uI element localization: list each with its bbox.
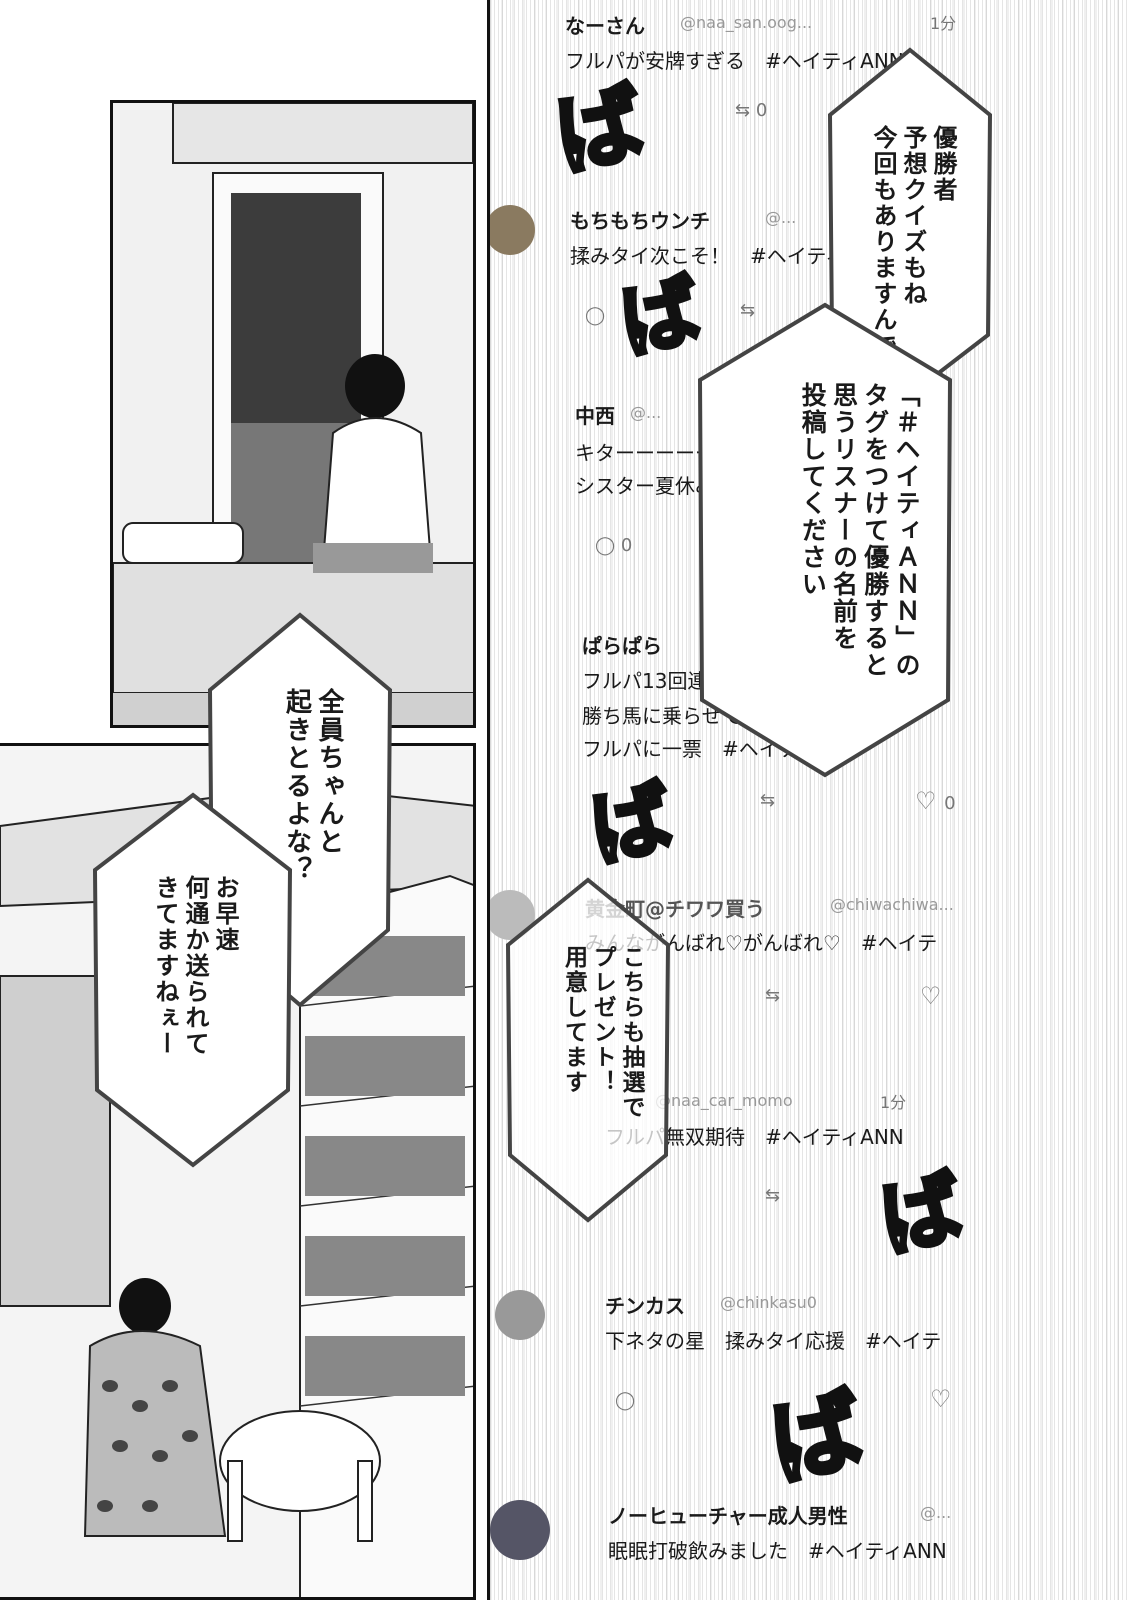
- social-feed: なーさん @naa_san.oog... 1分 フルパが安牌すぎる #ヘイティA…: [487, 0, 1127, 1600]
- post-handle: @...: [765, 208, 797, 227]
- post-text: フルパが安牌すぎる #ヘイティANN: [565, 49, 904, 73]
- heart-icon[interactable]: ♡: [920, 982, 942, 1010]
- like-count: 0: [944, 793, 956, 814]
- speech-bubble: 「＃ヘイティＡＮＮ」の タグをつけて優勝すると 思うリスナーの名前を 投稿してく…: [690, 300, 960, 780]
- bubble-outline: [697, 302, 953, 778]
- reply-icon[interactable]: ◯ 0: [595, 535, 633, 556]
- speech-bubble: お早速 何通か送られて きてますねぇー: [85, 790, 300, 1170]
- dialogue-text: お早速 何通か送られて きてますねぇー: [151, 875, 239, 1057]
- post-author: なーさん: [565, 14, 645, 38]
- post-author: 中西: [575, 404, 615, 428]
- avatar: [490, 205, 535, 255]
- avatar: [490, 1500, 550, 1560]
- dialogue-text: 全員ちゃんと 起きとるよな？: [281, 688, 345, 884]
- retweet-icon[interactable]: ⇆: [765, 985, 781, 1006]
- bubble-outline: [505, 877, 671, 1223]
- avatar: [495, 1290, 545, 1340]
- post-handle: @naa_san.oog...: [680, 13, 813, 32]
- post-handle: @chinkasu0: [720, 1293, 817, 1312]
- reply-icon[interactable]: ◯: [615, 1390, 636, 1411]
- post-text: 眠眠打破飲みました #ヘイティANN: [608, 1539, 947, 1563]
- reply-count: 0: [620, 535, 633, 556]
- retweet-count: 0: [755, 100, 768, 121]
- retweet-icon[interactable]: ⇆ 0: [735, 100, 768, 121]
- post-handle: @...: [920, 1503, 952, 1522]
- post-time: 1分: [930, 14, 957, 33]
- speech-bubble: こちらも抽選で プレゼント！ 用意してます: [500, 875, 675, 1225]
- heart-icon[interactable]: ♡: [930, 1385, 952, 1413]
- retweet-icon[interactable]: ⇆: [740, 300, 756, 321]
- post-author: もちもちウンチ: [570, 209, 710, 233]
- retweet-icon[interactable]: ⇆: [765, 1185, 781, 1206]
- post-author: ぱらぱら: [582, 634, 662, 658]
- post-time: 1分: [880, 1093, 907, 1112]
- post-author: チンカス: [605, 1294, 685, 1318]
- post-text: キターーーーー: [575, 441, 715, 465]
- speech-bubble: 優勝者 予想クイズもね 今回もありますんで: [820, 45, 1000, 400]
- post-author: ノーヒューチャー成人男性: [608, 1504, 848, 1528]
- heart-icon[interactable]: ♡ 0: [915, 787, 956, 815]
- retweet-icon[interactable]: ⇆: [760, 790, 776, 811]
- post-text: 下ネタの星 揉みタイ応援 #ヘイテ: [605, 1329, 942, 1353]
- dialogue-text: 「＃ヘイティＡＮＮ」の タグをつけて優勝すると 思うリスナーの名前を 投稿してく…: [798, 382, 921, 679]
- post-handle: @...: [630, 403, 662, 422]
- reply-icon[interactable]: ◯: [585, 305, 606, 326]
- dialogue-text: こちらも抽選で プレゼント！ 用意してます: [560, 945, 645, 1120]
- post-handle: @naa_car_momo: [655, 1091, 793, 1110]
- dialogue-text: 優勝者 予想クイズもね 今回もありますんで: [869, 125, 957, 359]
- bubble-outline: [92, 792, 293, 1168]
- post-handle: @chiwachiwa...: [830, 895, 954, 914]
